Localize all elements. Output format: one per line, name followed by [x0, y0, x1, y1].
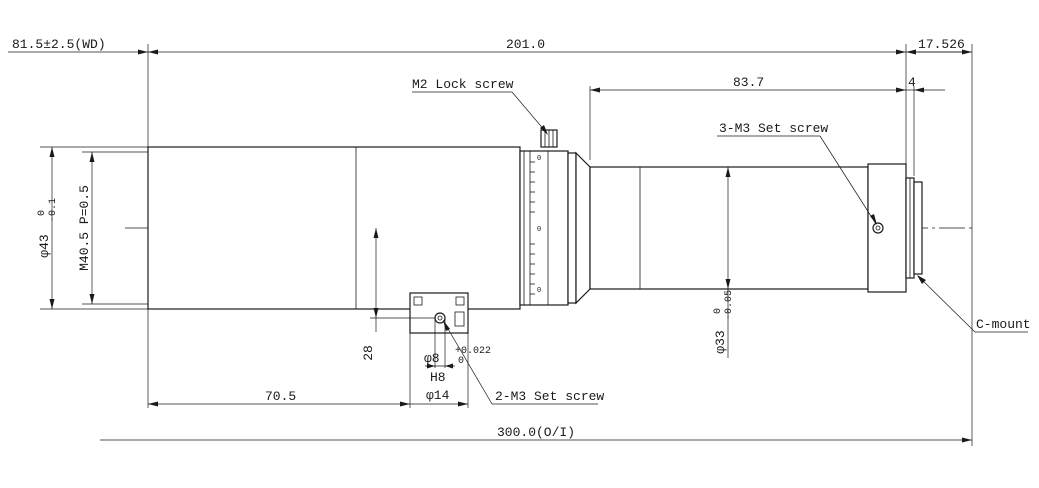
dim-mount-length: 4 — [908, 75, 916, 90]
top-dimensions — [8, 44, 973, 446]
dim-pin-hole-fit: H8 — [430, 370, 446, 385]
pin-block-slot — [454, 311, 465, 327]
dim-pin-hole-tol-lower: 0 — [458, 356, 464, 367]
bottom-dimensions — [100, 309, 972, 443]
dim-filter-thread: M40.5 P=0.5 — [77, 185, 92, 271]
dim-pin-hole-tol-upper: +0.022 — [455, 346, 491, 357]
rear-set-screw-icon — [872, 222, 884, 234]
callout-set-screw-pin: 2-M3 Set screw — [495, 389, 604, 404]
scale-mark-middle: 0 — [537, 226, 541, 234]
focus-scale-ticks — [530, 161, 535, 295]
pin-height-dimension — [370, 228, 435, 332]
scale-mark-bottom: 0 — [537, 287, 541, 295]
c-mount-thread — [913, 181, 923, 275]
pin-block-screw — [455, 296, 465, 306]
filter-thread-label: M40.5 P=0.5 — [77, 185, 92, 271]
scale-mark-top: 0 — [537, 155, 541, 163]
rear-diameter-dimension — [725, 167, 731, 358]
dim-rear-diameter: φ33 — [713, 330, 728, 353]
dim-body-length: 201.0 — [506, 37, 545, 52]
pin-hole-core — [437, 315, 443, 321]
dim-rear-section-length: 83.7 — [733, 75, 764, 90]
taper-section — [575, 151, 591, 305]
dim-pin-block-width: φ14 — [426, 388, 450, 403]
dim-pin-hole-diameter: φ8 — [424, 351, 440, 366]
rear-set-screw-core — [875, 225, 881, 231]
dim-rear-diameter-tol-upper: 0 — [713, 308, 724, 314]
dim-pin-offset: 70.5 — [265, 389, 296, 404]
front-diameter-label: φ43 0 -0.1 — [37, 198, 59, 258]
callout-c-mount: C-mount — [976, 317, 1031, 332]
callout-set-screw-rear: 3-M3 Set screw — [719, 121, 828, 136]
callout-lock-screw: M2 Lock screw — [412, 77, 514, 92]
dim-rear-diameter-tol-lower: -0.05 — [724, 290, 735, 320]
pin-block-screw — [413, 296, 423, 306]
dim-front-diameter-tol-upper: 0 — [37, 210, 48, 216]
dim-flange-back: 17.526 — [918, 37, 965, 52]
rear-diameter-label: φ33 0 -0.05 — [713, 290, 735, 354]
rear-collar — [867, 163, 907, 293]
dim-front-diameter-tol-lower: -0.1 — [48, 198, 59, 222]
dim-pin-height: 28 — [361, 345, 376, 361]
dim-total-length: 300.0(O/I) — [497, 425, 575, 440]
dim-front-diameter: φ43 — [37, 234, 52, 257]
callout-leaders — [412, 91, 1028, 405]
front-barrel — [147, 146, 521, 310]
lock-ring — [567, 152, 577, 304]
rear-tube — [589, 166, 869, 290]
pin-hole-dimensions — [409, 318, 469, 408]
dim-working-distance: 81.5±2.5(WD) — [12, 37, 106, 52]
pin-height-label: 28 — [361, 345, 376, 361]
left-diameter-dimensions — [40, 146, 148, 310]
lens-body: 0 0 0 — [147, 129, 923, 334]
focus-ring — [519, 150, 569, 306]
